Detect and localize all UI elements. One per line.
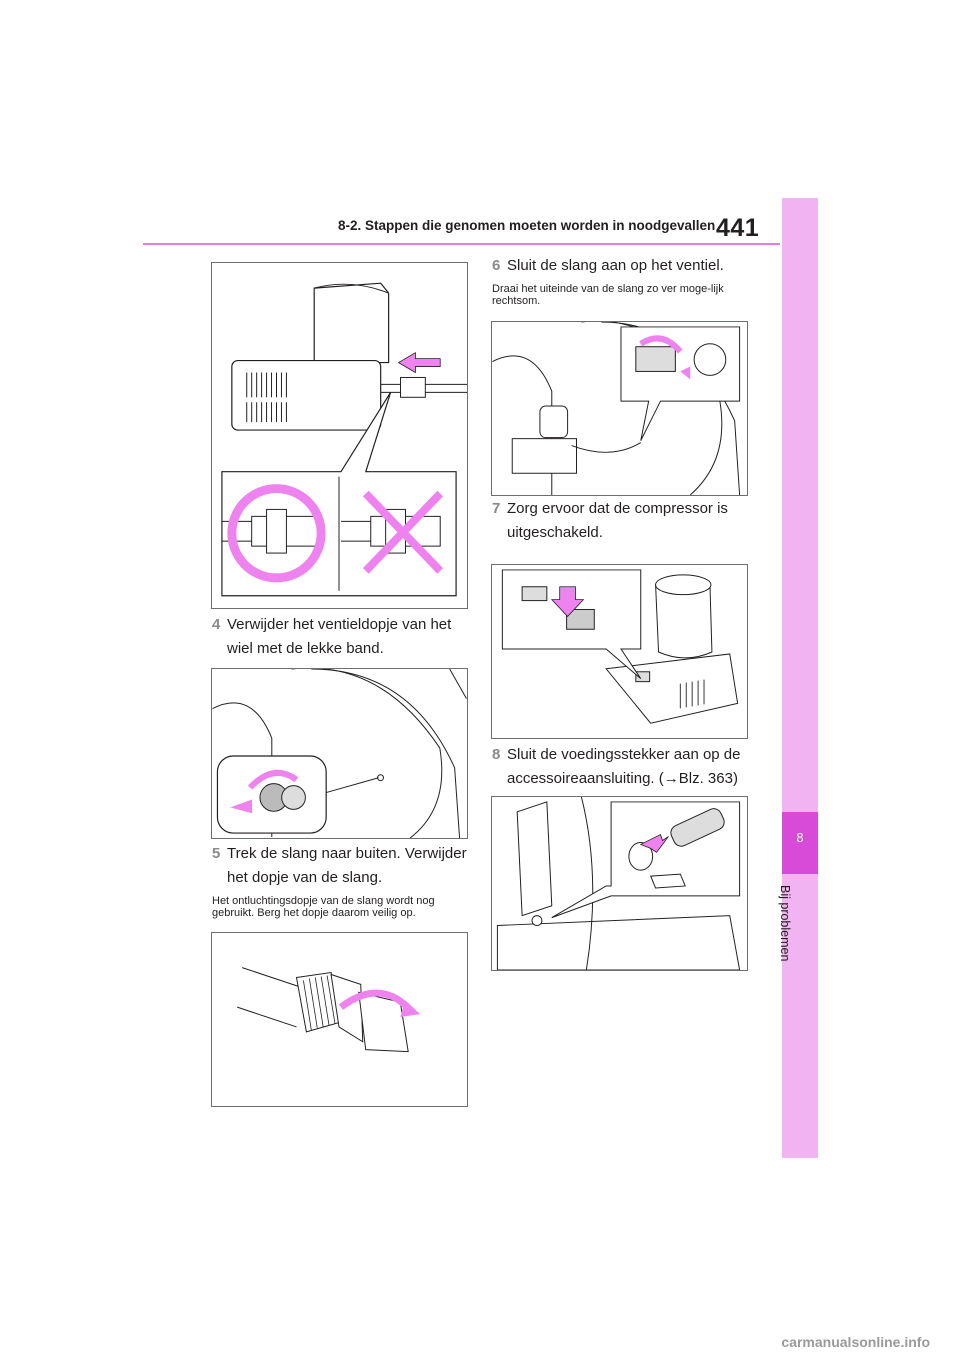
chapter-label: Bij problemen [778,885,792,962]
step-5-note: Het ontluchtingsdopje van de slang wordt… [212,895,435,919]
compressor-switch-illustration [501,569,739,724]
hose-connection-illustration [221,282,467,597]
section-title: 8-2. Stappen die genomen moeten worden i… [338,218,716,233]
chapter-side-tab [782,198,818,1158]
hose-to-valve-illustration [492,322,741,495]
step-text: Verwijder het ventieldopje van het wiel … [227,616,452,657]
figure-hose-to-valve [491,321,748,496]
figure-compressor-switch [491,564,748,739]
chapter-number: 8 [796,830,804,845]
figure-power-socket [491,796,748,971]
step-number: 5 [212,845,221,862]
page-number: 441 [716,214,760,242]
power-socket-illustration [496,797,741,970]
watermark: carmanualsonline.info [781,1334,930,1350]
step-4: 4 Verwijder het ventieldopje van het wie… [212,613,467,661]
step-number: 6 [492,257,501,274]
step-8: 8 Sluit de voedingsstekker aan op de acc… [492,743,762,791]
step-6-note: Draai het uiteinde van de slang zo ver m… [492,283,724,307]
step-text: Sluit de voedingsstekker aan op de acces… [507,746,741,787]
chapter-number-box [782,812,818,874]
figure-hose-cap [211,932,468,1107]
step-6: 6 Sluit de slang aan op het ventiel. [492,254,762,278]
step-7: 7 Zorg ervoor dat de compressor is uitge… [492,497,762,545]
step-5: 5 Trek de slang naar buiten. Verwijder h… [212,842,472,890]
step-number: 8 [492,746,501,763]
step-number: 4 [212,616,221,633]
hose-cap-illustration [237,967,421,1053]
step-text: Zorg ervoor dat de compressor is uitgesc… [507,500,728,541]
figure-valve-cap [211,668,468,839]
figure-hose-connection [211,262,468,609]
header-rule [143,243,780,245]
step-number: 7 [492,500,501,517]
step-text: Trek de slang naar buiten. Verwijder het… [227,845,467,886]
step-text: Sluit de slang aan op het ventiel. [507,257,724,274]
valve-cap-illustration [212,669,467,838]
